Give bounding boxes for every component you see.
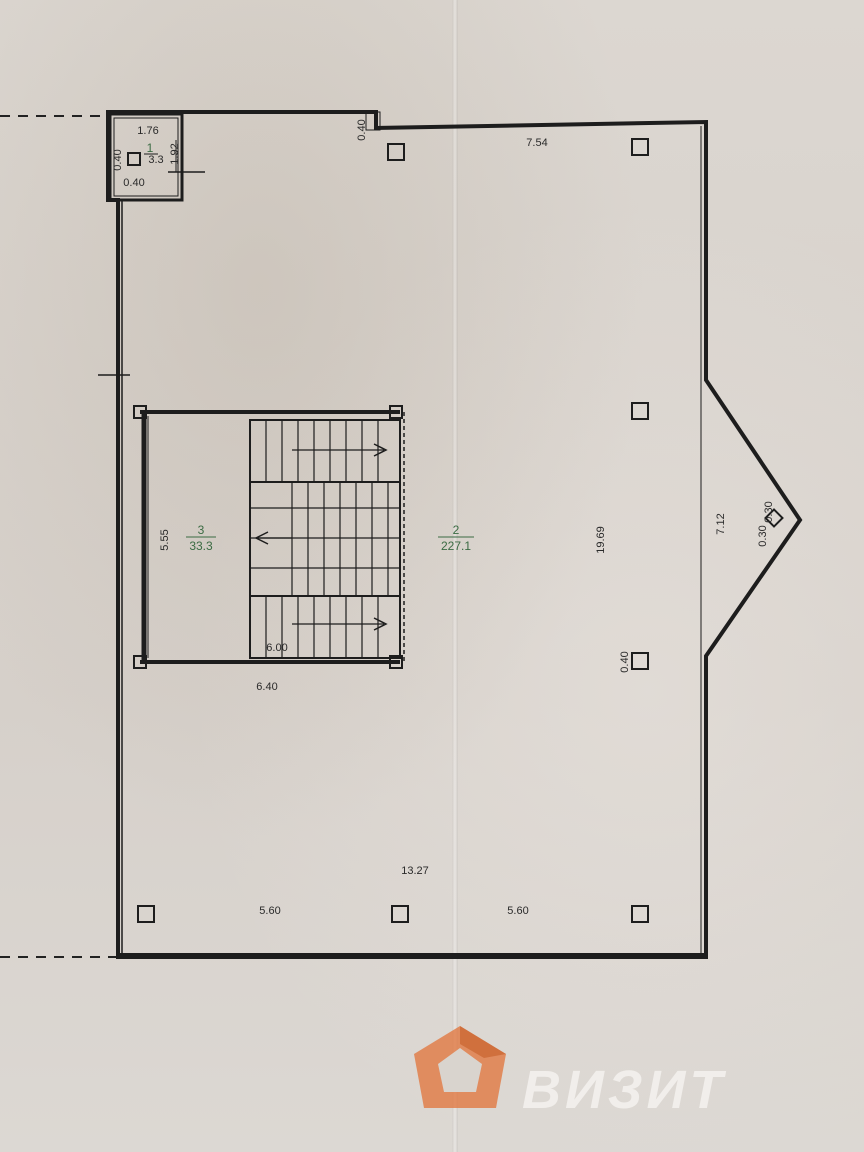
small-room-inner xyxy=(113,117,179,197)
dim-bottom-right: 5.60 xyxy=(507,905,528,917)
dim-bay-offset: 0.30 xyxy=(763,501,775,522)
column-icon xyxy=(764,508,784,528)
column-icon xyxy=(631,905,649,923)
small-room-column-icon xyxy=(127,152,141,166)
dim-stair-inner-width: 6.00 xyxy=(266,642,287,654)
column-icon xyxy=(631,652,649,670)
room-2-area: 227.1 xyxy=(441,539,471,553)
room-3-number: 3 xyxy=(198,523,205,537)
column-icon xyxy=(391,905,409,923)
small-room-wall xyxy=(108,112,184,202)
column-icon xyxy=(389,405,403,419)
dim-total-height: 19.69 xyxy=(595,526,607,554)
dim-column-size: 0.40 xyxy=(619,651,631,672)
paper-fold xyxy=(452,0,458,1152)
room-1-number: 1 xyxy=(147,141,154,155)
column-icon xyxy=(387,143,405,161)
dim-small-room-offset-bottom: 0.40 xyxy=(123,177,144,189)
column-icon xyxy=(631,138,649,156)
column-icon xyxy=(137,905,155,923)
dim-wall-notch: 0.40 xyxy=(356,119,368,140)
dim-small-room-height: 1.92 xyxy=(169,143,181,164)
staircase xyxy=(249,419,401,659)
dim-bottom-total: 13.27 xyxy=(401,865,429,877)
dim-small-room-offset-left: 0.40 xyxy=(112,149,124,170)
dim-bay-length: 7.12 xyxy=(715,513,727,534)
dim-stair-height: 5.55 xyxy=(159,529,171,550)
dim-bay-offset-2: 0.30 xyxy=(757,525,769,546)
dim-bottom-left: 5.60 xyxy=(259,905,280,917)
wall-notch xyxy=(365,111,381,131)
watermark-text: ВИЗИТ xyxy=(522,1060,726,1120)
room-3-area: 33.3 xyxy=(189,539,213,553)
watermark: ВИЗИТ xyxy=(414,1026,726,1120)
room-1-area: 3.3 xyxy=(148,154,163,166)
column-icon xyxy=(133,405,147,419)
dim-small-room-width: 1.76 xyxy=(137,125,158,137)
column-icon xyxy=(389,655,403,669)
column-icon xyxy=(631,402,649,420)
watermark-logo-icon xyxy=(414,1026,506,1108)
dim-top-right-length: 7.54 xyxy=(526,137,547,149)
dim-stair-outer-width: 6.40 xyxy=(256,681,277,693)
column-icon xyxy=(133,655,147,669)
room-2-number: 2 xyxy=(453,523,460,537)
